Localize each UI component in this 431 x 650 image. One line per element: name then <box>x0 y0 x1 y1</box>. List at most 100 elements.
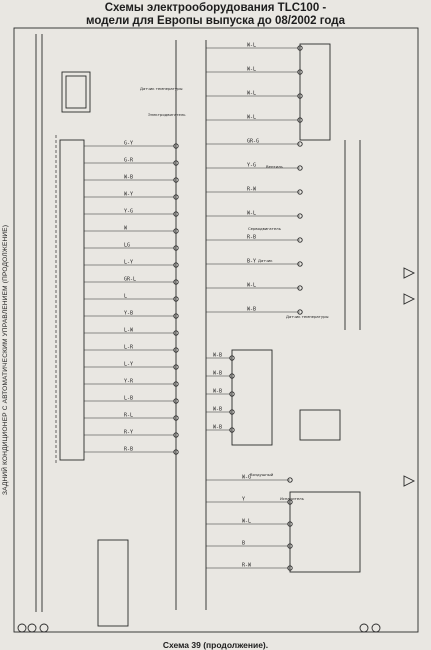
lower-wire-code-4: R-W <box>242 563 252 569</box>
caption-blower: Электродвигатель <box>148 112 186 117</box>
left-wire-code-14: Y-R <box>124 379 134 385</box>
caption-vent: Вентиль <box>266 164 284 169</box>
left-terminal-12 <box>173 347 179 353</box>
lower-wire-group: W-G Y W-L B R-W <box>206 475 293 571</box>
left-wire-code-17: R-Y <box>124 430 133 436</box>
left-terminal-7 <box>173 262 179 268</box>
left-terminal-6 <box>173 245 179 251</box>
left-wire-code-1: G-R <box>124 158 134 164</box>
upper-right-wire-code-9: B-Y <box>247 259 256 265</box>
left-terminal-17 <box>173 432 179 438</box>
upper-right-wire-code-5: Y-G <box>247 163 256 169</box>
mid-wire-code-0: W-B <box>213 353 222 359</box>
upper-right-wire-group: W-LW-LW-LW-LGR-GY-GR-WW-LR-BB-YW-LW-B <box>206 43 303 315</box>
switch-panel <box>231 349 273 446</box>
caption-evap: Испаритель <box>280 496 305 501</box>
lower-terminal-2 <box>287 521 293 527</box>
left-wire-code-8: GR-L <box>124 277 136 283</box>
connector-block-top-left-inner <box>65 75 87 109</box>
ground-3 <box>39 623 49 633</box>
ground-5 <box>371 623 381 633</box>
schematic-frame <box>13 27 419 633</box>
mid-wire-code-3: W-B <box>213 407 222 413</box>
left-terminal-8 <box>173 279 179 285</box>
motor-block <box>289 491 361 573</box>
mid-terminal-3 <box>229 409 235 415</box>
upper-right-terminal-6 <box>297 189 303 195</box>
upper-right-wire-code-4: GR-G <box>247 139 259 145</box>
left-wire-code-15: L-B <box>124 396 133 402</box>
left-terminal-14 <box>173 381 179 387</box>
upper-right-wire-code-3: W-L <box>247 115 256 121</box>
arrow-right-1 <box>403 267 416 279</box>
lower-terminal-0 <box>287 477 293 483</box>
left-wire-code-10: Y-B <box>124 311 133 317</box>
caption-sensor: Датчик <box>258 258 273 263</box>
arrow-right-3 <box>403 475 416 487</box>
mid-terminal-4 <box>229 427 235 433</box>
caption-air: Воздушный <box>250 472 274 477</box>
left-terminal-4 <box>173 211 179 217</box>
left-terminal-11 <box>173 330 179 336</box>
left-wire-code-11: L-W <box>124 328 134 334</box>
upper-right-wire-code-10: W-L <box>247 283 256 289</box>
left-terminal-10 <box>173 313 179 319</box>
upper-right-terminal-5 <box>297 165 303 171</box>
mid-wire-code-4: W-B <box>213 425 222 431</box>
lower-terminal-1 <box>287 499 293 505</box>
upper-right-terminal-10 <box>297 285 303 291</box>
upper-right-terminal-4 <box>297 141 303 147</box>
left-wire-code-0: G-Y <box>124 141 133 147</box>
ground-1 <box>17 623 27 633</box>
lower-terminal-3 <box>287 543 293 549</box>
lower-wire-code-1: Y <box>242 497 245 503</box>
left-terminal-13 <box>173 364 179 370</box>
upper-right-wire-code-8: R-B <box>247 235 256 241</box>
left-terminal-0 <box>173 143 179 149</box>
left-terminal-1 <box>173 160 179 166</box>
upper-right-terminal-3 <box>297 117 303 123</box>
module-upper-right <box>299 43 331 141</box>
lower-wire-code-3: B <box>242 541 245 547</box>
lower-wire-code-0: W-G <box>242 475 251 481</box>
mid-wire-code-2: W-B <box>213 389 222 395</box>
lower-terminal-4 <box>287 565 293 571</box>
header-line-1: Схемы электрооборудования TLC100 - <box>104 2 327 14</box>
left-terminal-3 <box>173 194 179 200</box>
left-terminal-15 <box>173 398 179 404</box>
upper-right-terminal-7 <box>297 213 303 219</box>
ground-2 <box>27 623 37 633</box>
caption-thermo: Датчик температуры <box>140 86 183 91</box>
left-wire-code-6: LG <box>124 243 130 249</box>
left-wire-code-7: L-Y <box>124 260 133 266</box>
left-terminal-18 <box>173 449 179 455</box>
upper-right-terminal-1 <box>297 69 303 75</box>
left-wire-code-12: L-R <box>124 345 134 351</box>
connector-block-right-mid <box>299 409 341 441</box>
left-wire-code-18: R-B <box>124 447 133 453</box>
mid-wire-group: W-BW-BW-BW-BW-B <box>206 353 235 433</box>
left-terminal-9 <box>173 296 179 302</box>
upper-right-terminal-8 <box>297 237 303 243</box>
left-wire-code-3: W-Y <box>124 192 133 198</box>
ground-4 <box>359 623 369 633</box>
upper-right-wire-code-7: W-L <box>247 211 256 217</box>
caption-solar: Датчик температуры <box>286 314 329 319</box>
upper-right-terminal-2 <box>297 93 303 99</box>
caption-servo: Серводвигатель <box>248 226 282 231</box>
mid-terminal-1 <box>229 373 235 379</box>
upper-right-terminal-11 <box>297 309 303 315</box>
left-wire-group: G-YG-RW-BW-YY-GWLGL-YGR-LLY-BL-WL-RL-YY-… <box>84 141 179 455</box>
mid-terminal-2 <box>229 391 235 397</box>
upper-right-wire-code-6: R-W <box>247 187 257 193</box>
lower-wire-code-2: W-L <box>242 519 251 525</box>
page-footer: Схема 39 (продолжение). <box>162 640 269 650</box>
connector-block-bottom-left <box>97 539 129 627</box>
upper-right-wire-code-11: W-B <box>247 307 256 313</box>
left-terminal-5 <box>173 228 179 234</box>
left-wire-code-9: L <box>124 294 127 300</box>
connector-block-top-left <box>61 71 91 113</box>
left-wire-code-4: Y-G <box>124 209 133 215</box>
